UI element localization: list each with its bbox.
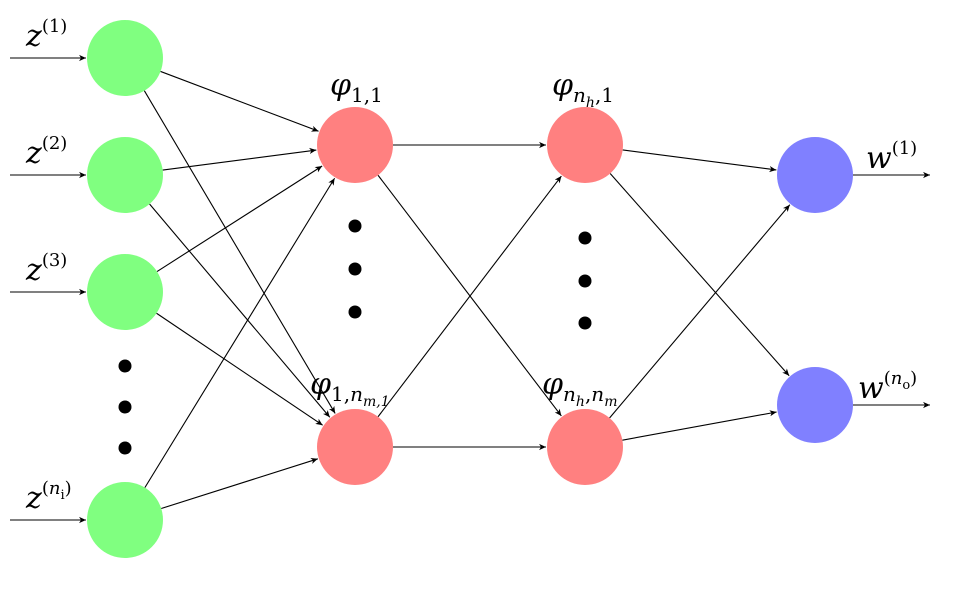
hidden-last-label-2: φnh,nm (542, 367, 617, 410)
output-node-2 (777, 367, 853, 443)
hidden-last-ellipsis-dot-1 (578, 231, 592, 245)
hidden-last-ellipsis-dot-3 (578, 316, 592, 330)
edge-hlast-1-to-output-1 (622, 149, 777, 173)
hidden-first-label-2: φ1,nm,1 (310, 367, 390, 410)
input-label-2: z(2) (25, 133, 67, 171)
hidden-first-label-1: φ1,1 (330, 68, 383, 107)
edge-input-4-to-h1-1 (144, 177, 336, 488)
hidden-last-node-1 (547, 107, 623, 183)
edge-input-3-to-h1-2 (156, 312, 323, 426)
output-label-1: w(1) (866, 138, 917, 176)
input-node-4 (87, 482, 163, 558)
edge-hlast-1-to-output-2 (609, 173, 790, 377)
edge-input-3-to-h1-1 (156, 165, 323, 272)
edge-input-4-to-h1-2 (161, 457, 318, 510)
input-node-3 (87, 254, 163, 330)
input-ellipsis-dot-2 (118, 400, 132, 414)
labels-layer: z(1) z(2) z(3) z(ni) φ1,1 φ1,nm,1 φnh,1 φnh,nm w… (25, 16, 917, 516)
hidden-last-label-1: φnh,1 (552, 68, 614, 111)
edge-hlast-2-to-output-2 (622, 410, 777, 441)
input-label-4: z(ni) (25, 478, 72, 516)
input-label-3: z(3) (25, 250, 67, 288)
hidden-first-node-1 (317, 107, 393, 183)
input-node-2 (87, 137, 163, 213)
ellipsis-layer (118, 219, 592, 455)
hidden-first-node-2 (317, 409, 393, 485)
input-node-1 (87, 20, 163, 96)
output-label-2: w(no) (858, 368, 917, 406)
nodes-layer (87, 20, 853, 558)
hidden-last-node-2 (547, 409, 623, 485)
edge-h1-2-to-hlast-1 (377, 175, 562, 418)
hidden-last-ellipsis-dot-2 (578, 274, 592, 288)
edge-input-2-to-h1-2 (149, 203, 331, 418)
hidden-first-ellipsis-dot-3 (348, 305, 362, 319)
edge-input-1-to-h1-1 (160, 70, 319, 132)
input-label-1: z(1) (25, 16, 67, 54)
hidden-first-ellipsis-dot-2 (348, 262, 362, 276)
input-ellipsis-dot-1 (118, 359, 132, 373)
edges-layer (10, 54, 930, 524)
edge-input-2-to-h1-1 (162, 147, 317, 171)
input-ellipsis-dot-3 (118, 441, 132, 455)
edge-hlast-2-to-output-1 (609, 204, 791, 419)
edge-input-1-to-h1-2 (143, 90, 336, 414)
output-node-1 (777, 137, 853, 213)
hidden-first-ellipsis-dot-1 (348, 219, 362, 233)
